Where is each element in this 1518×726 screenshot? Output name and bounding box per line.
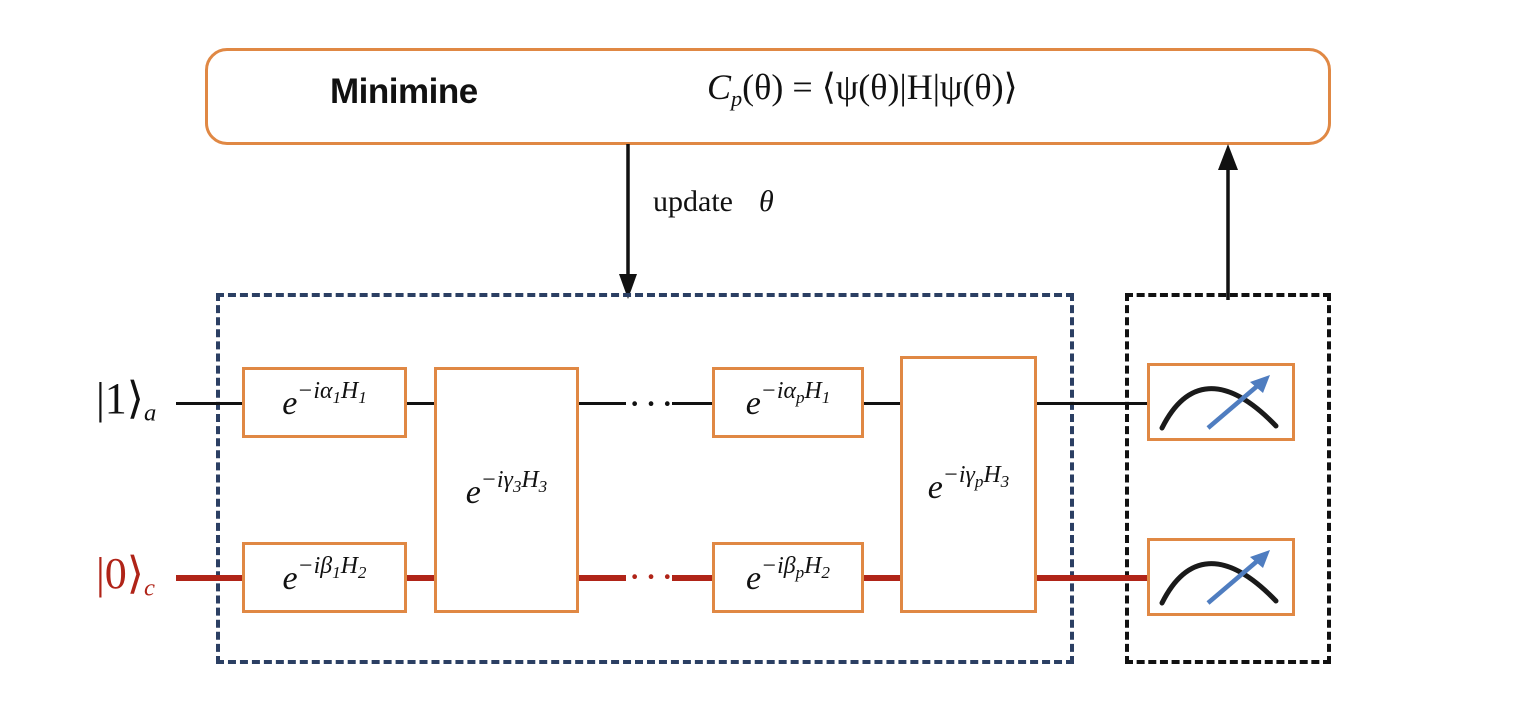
ansatz-region <box>216 293 1074 664</box>
feedback-arrow <box>1218 144 1238 300</box>
update-text: update <box>653 185 733 218</box>
minimize-label: Minimine <box>330 72 478 111</box>
gate-beta-p-expression: e−iβpH2 <box>746 552 830 598</box>
measurement-meter-bottom[interactable] <box>1147 538 1295 616</box>
ellipsis-bottom: ··· <box>628 554 677 599</box>
gate-gamma-3[interactable]: e−iγ3H3 <box>434 367 579 613</box>
gate-alpha-p[interactable]: e−iαpH1 <box>712 367 864 438</box>
gate-beta-p[interactable]: e−iβpH2 <box>712 542 864 613</box>
gate-alpha-1-expression: e−iα1H1 <box>282 377 367 423</box>
wire-segment-top-3 <box>578 402 626 405</box>
gate-beta-1[interactable]: e−iβ1H2 <box>242 542 407 613</box>
wire-segment-bottom-1 <box>176 575 242 581</box>
theta-symbol: θ <box>758 185 774 218</box>
wire-segment-bottom-3 <box>578 575 626 581</box>
gate-alpha-p-expression: e−iαpH1 <box>745 377 831 423</box>
wire-segment-top-1 <box>176 402 242 405</box>
gate-alpha-1[interactable]: e−iα1H1 <box>242 367 407 438</box>
gate-gamma-p[interactable]: e−iγpH3 <box>900 356 1037 613</box>
wire-segment-bottom-5 <box>863 575 900 581</box>
gate-gamma-3-expression: e−iγ3H3 <box>465 467 548 512</box>
wire-segment-top-2 <box>407 402 434 405</box>
cost-symbol: C <box>707 67 732 107</box>
gate-beta-1-expression: e−iβ1H2 <box>282 552 367 598</box>
cost-function-box <box>205 48 1331 145</box>
wire-segment-bottom-6 <box>1036 575 1148 581</box>
ancilla-qubit-label: |1⟩a <box>96 377 156 426</box>
meter-icon <box>1159 550 1279 606</box>
ancilla-state: |1⟩ <box>96 374 144 423</box>
cost-expression: (θ) = ⟨ψ(θ)|H|ψ(θ)⟩ <box>742 67 1018 107</box>
computational-subscript: c <box>143 574 155 602</box>
update-arrow <box>619 144 637 299</box>
gate-gamma-p-expression: e−iγpH3 <box>927 461 1010 507</box>
measurement-meter-top[interactable] <box>1147 363 1295 441</box>
cost-function-formula: Cp(θ) = ⟨ψ(θ)|H|ψ(θ)⟩ <box>707 66 1018 112</box>
wire-segment-top-4 <box>672 402 712 405</box>
wire-segment-bottom-4 <box>672 575 712 581</box>
ellipsis-top: ··· <box>628 381 677 426</box>
computational-state: |0⟩ <box>96 549 144 598</box>
meter-icon <box>1159 375 1279 431</box>
wire-segment-bottom-2 <box>407 575 434 581</box>
ancilla-subscript: a <box>143 399 157 427</box>
computational-qubit-label: |0⟩c <box>96 552 155 601</box>
measurement-region <box>1125 293 1331 664</box>
wire-segment-top-6 <box>1036 402 1148 405</box>
cost-subscript: p <box>731 86 743 112</box>
wire-segment-top-5 <box>863 402 900 405</box>
